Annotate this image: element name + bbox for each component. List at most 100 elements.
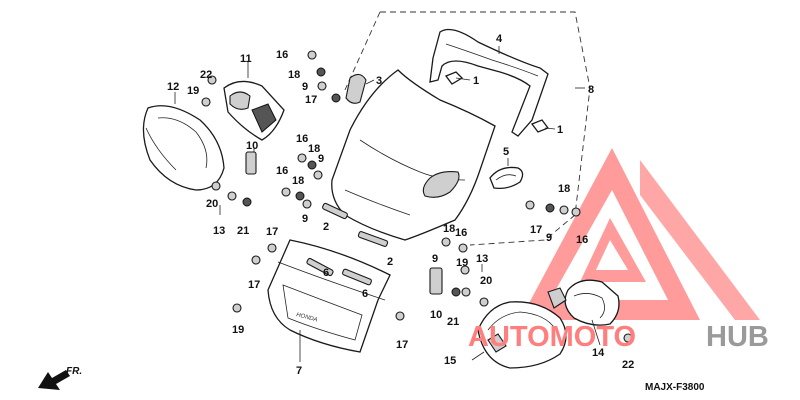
callout-5: 5 xyxy=(503,146,509,158)
callout-17a: 17 xyxy=(305,94,317,106)
screw-19c xyxy=(460,265,470,275)
callout-16d: 16 xyxy=(455,227,467,239)
front-label: FR. xyxy=(66,366,82,377)
callout-4: 4 xyxy=(496,33,503,45)
screw-22b xyxy=(623,333,633,343)
callout-20a: 20 xyxy=(206,198,218,210)
collar-17a xyxy=(331,93,341,103)
callout-18b: 18 xyxy=(308,143,320,155)
bracket-part-10-right xyxy=(429,267,443,295)
right-mirror xyxy=(547,279,620,326)
bolt-16b xyxy=(297,153,307,163)
right-mirror-housing xyxy=(477,301,567,369)
strip-part-2a xyxy=(322,202,348,220)
bolt-16c xyxy=(281,187,291,197)
windscreen-trim-frame xyxy=(429,28,549,137)
collar-21b xyxy=(451,287,461,297)
callout-19b: 19 xyxy=(232,324,244,336)
screw-17c xyxy=(251,255,261,265)
callout-6a: 6 xyxy=(323,267,329,279)
windscreen-group-outline xyxy=(380,11,591,246)
collar-17e xyxy=(525,200,535,210)
strip-part-6a xyxy=(306,257,334,277)
callout-9a: 9 xyxy=(302,81,308,93)
grommet-1-upper xyxy=(444,71,464,85)
callout-10b: 10 xyxy=(430,309,442,321)
leader-lines xyxy=(174,46,601,362)
callout-17b: 17 xyxy=(266,226,278,238)
grille-part-3 xyxy=(345,73,367,104)
callout-7: 7 xyxy=(296,365,302,377)
diagram-code: MAJX-F3800 xyxy=(645,382,705,393)
left-mirror-housing xyxy=(142,105,225,191)
strip-part-6b xyxy=(342,268,372,286)
grommet-20b xyxy=(461,287,471,297)
screw-19a xyxy=(201,97,211,107)
callout-17c: 17 xyxy=(248,279,260,291)
callout-17e: 17 xyxy=(530,224,542,236)
watermark-part1: AUTOMOTO xyxy=(468,321,636,353)
callout-18c: 18 xyxy=(292,175,304,187)
callout-16b: 16 xyxy=(296,133,308,145)
bolt-16a xyxy=(307,50,317,60)
nut-9e xyxy=(545,203,555,213)
watermark-part2: HUB xyxy=(706,321,769,353)
callout-2b: 2 xyxy=(387,256,393,268)
watermark-logo xyxy=(520,148,760,320)
callout-18e: 18 xyxy=(558,183,570,195)
callout-8: 8 xyxy=(588,84,594,96)
left-mirror-mount xyxy=(223,80,285,141)
collar-21a xyxy=(242,197,252,207)
nut-9a xyxy=(317,81,327,91)
strip-part-2b xyxy=(357,231,389,247)
washer-18b xyxy=(307,160,317,170)
bolt-16e xyxy=(571,207,581,217)
washer-18c xyxy=(295,191,305,201)
callout-2a: 2 xyxy=(323,221,329,233)
grommet-1-lower xyxy=(530,119,550,133)
windscreen xyxy=(331,69,496,241)
callout-17d: 17 xyxy=(396,339,408,351)
fasteners xyxy=(201,50,633,343)
washer-18a xyxy=(316,67,326,77)
clip-part-5 xyxy=(489,166,524,190)
callout-18d: 18 xyxy=(443,223,455,235)
clip-part-5-detail xyxy=(495,174,517,181)
nut-13b xyxy=(479,297,489,307)
callout-12: 12 xyxy=(167,81,179,93)
callout-15: 15 xyxy=(444,355,456,367)
callout-labels: 1 1 2 2 3 4 5 6 6 7 8 9 9 9 9 9 10 10 11… xyxy=(167,33,634,377)
screw-22a xyxy=(207,75,217,85)
callout-16a: 16 xyxy=(276,49,288,61)
callout-10a: 10 xyxy=(246,140,258,152)
callout-14: 14 xyxy=(592,347,605,359)
callout-21a: 21 xyxy=(237,225,249,237)
nut-9b xyxy=(313,170,323,180)
callout-3: 3 xyxy=(376,75,382,87)
lower-cowl-panel-7: HONDA xyxy=(267,239,391,353)
callout-1b: 1 xyxy=(557,124,563,136)
watermark-text: AUTOMOTO HUB xyxy=(468,321,769,353)
callout-11: 11 xyxy=(240,53,252,65)
callout-18a: 18 xyxy=(288,69,300,81)
callout-13b: 13 xyxy=(476,253,488,265)
washer-18e xyxy=(559,205,569,215)
grommet-20a xyxy=(211,181,221,191)
callout-19a: 19 xyxy=(187,85,199,97)
callout-6b: 6 xyxy=(362,288,368,300)
callout-9d: 9 xyxy=(432,253,438,265)
callout-1a: 1 xyxy=(473,75,479,87)
nut-9d xyxy=(441,237,451,247)
callout-13a: 13 xyxy=(213,225,225,237)
brand-mark: HONDA xyxy=(295,312,317,323)
bolt-16d xyxy=(458,243,468,253)
callout-22b: 22 xyxy=(622,359,634,371)
nut-13a xyxy=(227,191,237,201)
callout-16e: 16 xyxy=(576,234,588,246)
callout-19c: 19 xyxy=(456,257,468,269)
screw-17b xyxy=(267,243,277,253)
callout-9e: 9 xyxy=(546,232,552,244)
screw-17d xyxy=(395,311,405,321)
bracket-part-10-left xyxy=(245,151,257,175)
